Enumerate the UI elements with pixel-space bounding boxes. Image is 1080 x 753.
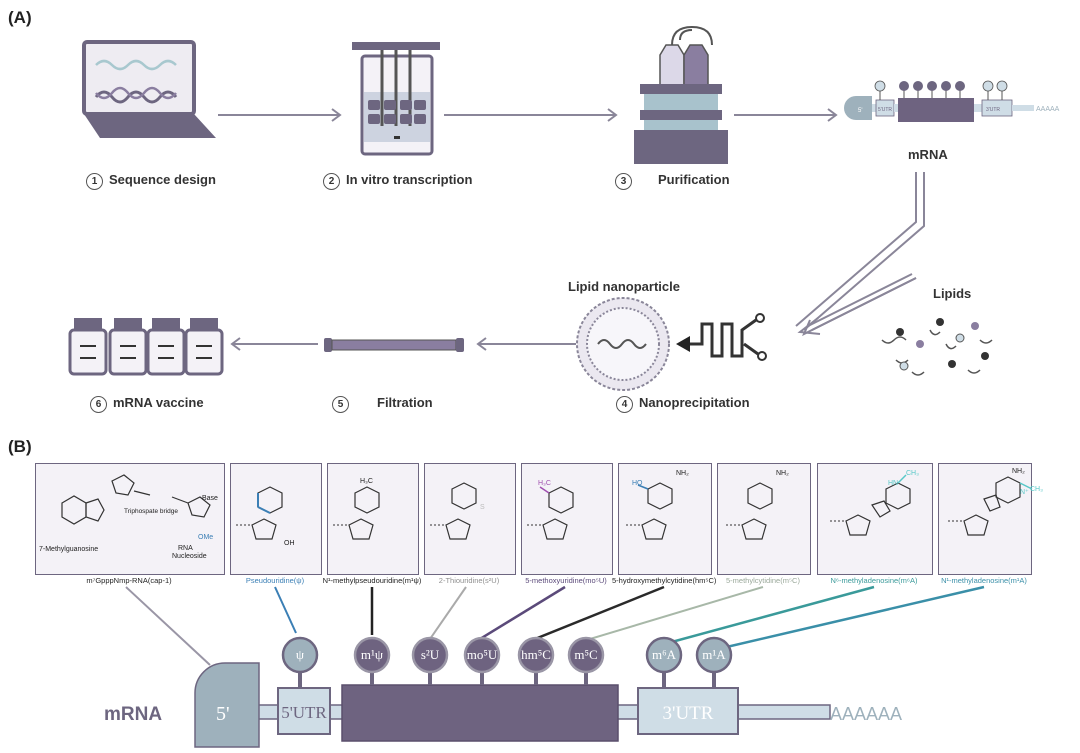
mrna-schematic [125,585,985,748]
chemical-structures [61,474,1033,540]
workflow-diagram: 5' 5'UTR 3'UTR AAAAA [68,25,1060,391]
chem-box-mo5u [521,463,613,575]
chem-name-m1psi: N¹-methylpseudouridine(m¹ψ) [322,576,422,585]
lipid-nanoparticle-icon [576,297,670,391]
frag-n-plus: N⁺ [1020,489,1029,496]
mod-hm5c: hm⁵C [521,647,551,662]
mod-mo5u: mo⁵U [466,647,498,662]
chem-name-m5c: 5-methylcytidine(m⁵C) [726,576,800,585]
mrna-caption: mRNA [908,147,948,162]
chem-name-m6a: N⁶-methyladenosine(m⁶A) [830,576,918,585]
cap-sub-7mg: 7-Methylguanosine [39,546,99,553]
mod-s2u: s²U [420,647,440,662]
cap-sub-bridge: Triphospate bridge [124,508,178,515]
mod-m1a: m¹A [702,647,726,662]
chem-name-cap: m⁷GpppNmp-RNA(cap-1) [86,576,172,585]
laptop-icon [82,40,216,138]
beaker-icon [352,42,440,156]
chem-box-s2u [424,463,516,575]
lipids-caption: Lipids [933,286,972,301]
chem-box-cap [35,463,225,575]
small-utr3-label: 3'UTR [986,107,1000,113]
frag-ch3-1: CH₃ [906,470,919,477]
cap-sub-rna: RNA [178,545,193,552]
filter-icon [324,338,464,352]
chem-box-m1psi [327,463,419,575]
frag-nh2-3: NH₂ [1012,468,1025,475]
chem-box-hm5c [618,463,712,575]
chem-box-m6a [817,463,933,575]
chem-name-psi: Pseudouridine(ψ) [245,576,305,585]
mod-m1psi: m¹ψ [360,647,384,662]
lnp-caption: Lipid nanoparticle [568,279,680,294]
mrna-label: mRNA [104,704,163,725]
chem-name-mo5u: 5-methoxyuridine(mo⁵U) [525,576,607,585]
frag-nh2-2: NH₂ [776,470,789,477]
mrna-strand-icon [690,318,757,358]
chem-box-psi [230,463,322,575]
chem-box-m5c [717,463,811,575]
panel-b-label: (B) [8,437,32,456]
frag-nh2-1: NH₂ [676,470,689,477]
panel-a-label: (A) [8,8,32,27]
frag-h3c-2: H₃C [538,480,551,487]
frag-ho: HO [632,480,643,487]
frag-h3c-1: H₃C [360,478,373,485]
lipid-heads [896,318,989,371]
cap-sub-nucleoside: Nucleoside [172,553,207,560]
small-utr5-label: 5'UTR [878,107,892,113]
frag-hn: HN [888,480,899,487]
mrna-schematic-small [844,80,1034,122]
mod-m5c: m⁵C [574,647,598,662]
purification-icon [634,25,728,164]
mod-psi: ψ [295,647,305,662]
frag-ch3-2: CH₃ [1030,486,1043,493]
utr5-label: 5'UTR [281,703,327,722]
utr3-label: 3'UTR [662,703,714,724]
chem-name-m1a: N¹-methyladenosine(m¹A) [941,576,1027,585]
small-polya-label: AAAAA [1036,106,1060,113]
cap-sub-ome: OMe [198,534,214,541]
small-cap-label: 5' [858,108,862,114]
polya-label: AAAAAA [830,704,903,724]
double-arrow [795,172,925,337]
cap-label: 5' [216,703,230,725]
chem-name-hm5c: 5-hydroxymethylcytidine(hm⁵C) [612,576,717,585]
lipids-icon [881,329,993,376]
vaccine-vials-icon [68,318,224,376]
frag-s: S [480,504,485,511]
chem-name-s2u: 2-Thiouridine(s²U) [438,576,500,585]
mod-m6a: m⁶A [651,647,677,662]
cap-sub-base: Base [202,495,218,502]
frag-oh: OH [284,540,295,547]
